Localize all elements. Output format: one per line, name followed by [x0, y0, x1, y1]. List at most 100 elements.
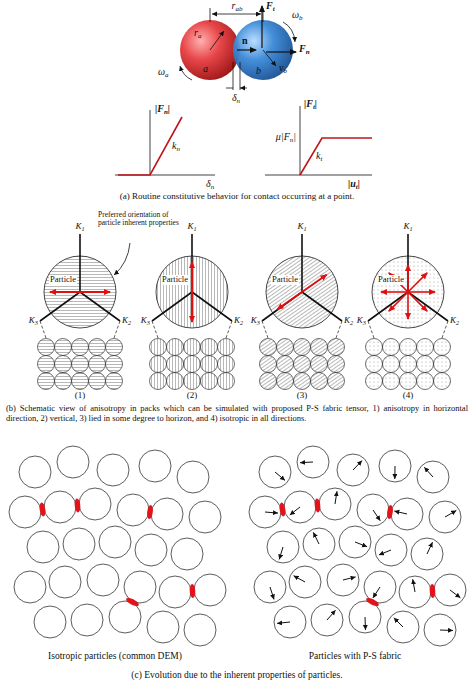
- particle: [139, 450, 171, 482]
- fabric-arrow: [290, 507, 300, 515]
- pack-particle: [106, 356, 123, 373]
- contact-overlap: [386, 505, 393, 520]
- orientation-arrow: [408, 273, 427, 292]
- particle-circle: Particle: [161, 275, 189, 285]
- particle: [249, 496, 281, 528]
- particle: [259, 456, 291, 488]
- pack-particle: [89, 339, 106, 356]
- fabric-arrow: [277, 622, 290, 623]
- symbol-label: rab: [232, 0, 243, 12]
- particle: [117, 494, 149, 526]
- axis-label: K1: [75, 221, 84, 231]
- symbol-label: μ|Fn|: [276, 131, 296, 143]
- pack-particle: [260, 373, 277, 390]
- fabric-arrow: [394, 466, 395, 479]
- symbol-label: a: [203, 63, 208, 75]
- particle: [147, 611, 179, 643]
- orientation-arrow: [408, 291, 435, 293]
- panel-number: (2): [187, 390, 198, 400]
- particle: [357, 494, 389, 526]
- caption: (c) Evolution due to the inherent proper…: [131, 670, 342, 681]
- fabric-arrow: [427, 542, 433, 554]
- particle: [151, 498, 183, 530]
- dashed-guide: [368, 321, 448, 338]
- symbol-label: ωb: [292, 9, 303, 21]
- pack-particle: [106, 373, 123, 390]
- pack-particle: [89, 373, 106, 390]
- particle: [14, 571, 46, 603]
- fabric-arrow: [424, 467, 433, 477]
- particle: [339, 526, 371, 558]
- fabric-arrow: [379, 550, 391, 555]
- pack-particle: [277, 373, 294, 390]
- axis-label: K2: [122, 315, 131, 325]
- fabric-arrow: [373, 587, 380, 598]
- fabric-arrow: [275, 472, 285, 480]
- fabric-arrow: [265, 512, 278, 513]
- particle: [177, 461, 209, 493]
- axis-label: K1: [297, 221, 306, 231]
- particle: [417, 461, 449, 493]
- axis-label: K2: [344, 315, 353, 325]
- panel-number: (4): [403, 390, 414, 400]
- particle: [184, 614, 216, 646]
- orientation-arrow: [381, 291, 408, 293]
- particle: [297, 446, 329, 478]
- dashed-guide: [152, 321, 232, 338]
- contact-overlap: [189, 584, 195, 598]
- fabric-arrow: [373, 510, 380, 521]
- pack-particle: [167, 356, 184, 373]
- pack-particle: [311, 373, 328, 390]
- pack-particle: [55, 356, 72, 373]
- pack-particle: [201, 356, 218, 373]
- fabric-arrow: [279, 547, 283, 559]
- symbol-label: kn: [172, 140, 180, 152]
- pack-particle: [366, 356, 383, 373]
- pack-particle: [366, 373, 383, 390]
- particle: [391, 498, 423, 530]
- pack-particle: [184, 373, 201, 390]
- caption: (b) Schematic view of anisotropy in pack…: [6, 404, 468, 424]
- pack-particle: [89, 356, 106, 373]
- panel-number: (1): [75, 390, 86, 400]
- pack-particle: [417, 339, 434, 356]
- fabric-arrow: [450, 590, 460, 598]
- particle: [189, 501, 221, 533]
- fabric-arrow: [327, 610, 336, 620]
- fabric-arrow: [445, 511, 456, 518]
- axis-label: K3: [29, 315, 38, 325]
- particle: [429, 501, 461, 533]
- pack-particle: [434, 373, 451, 390]
- leader-line: [114, 243, 130, 275]
- pack-particle: [150, 339, 167, 356]
- dashed-guide: [40, 321, 120, 338]
- axis-label: K1: [187, 221, 196, 231]
- contact-overlap: [39, 502, 47, 517]
- pack-particle: [150, 373, 167, 390]
- pack-particle: [150, 356, 167, 373]
- particle: [254, 571, 286, 603]
- pack-particle: [328, 356, 345, 373]
- pack-particle: [55, 373, 72, 390]
- particle-circle: Particle: [271, 275, 299, 285]
- axis-label: K1: [403, 221, 412, 231]
- symbol-label: |ut|: [348, 178, 360, 190]
- particle: [63, 528, 95, 560]
- symbol-label: b: [256, 65, 261, 77]
- particle: [49, 566, 81, 598]
- particle: [79, 488, 111, 520]
- pack-particle: [383, 356, 400, 373]
- axis-line: [368, 234, 448, 321]
- panel-label: Particles with P-S fabric: [309, 651, 402, 662]
- particle: [274, 606, 306, 638]
- pack-particle: [434, 356, 451, 373]
- pack-particle: [434, 339, 451, 356]
- pack-particle: [417, 356, 434, 373]
- orientation-arrow: [407, 265, 409, 292]
- particle: [34, 606, 66, 638]
- contact-overlap: [74, 498, 81, 512]
- pack-particle: [184, 356, 201, 373]
- particle: [434, 574, 466, 606]
- particle: [97, 454, 129, 486]
- tangential-force-graph: [265, 106, 372, 175]
